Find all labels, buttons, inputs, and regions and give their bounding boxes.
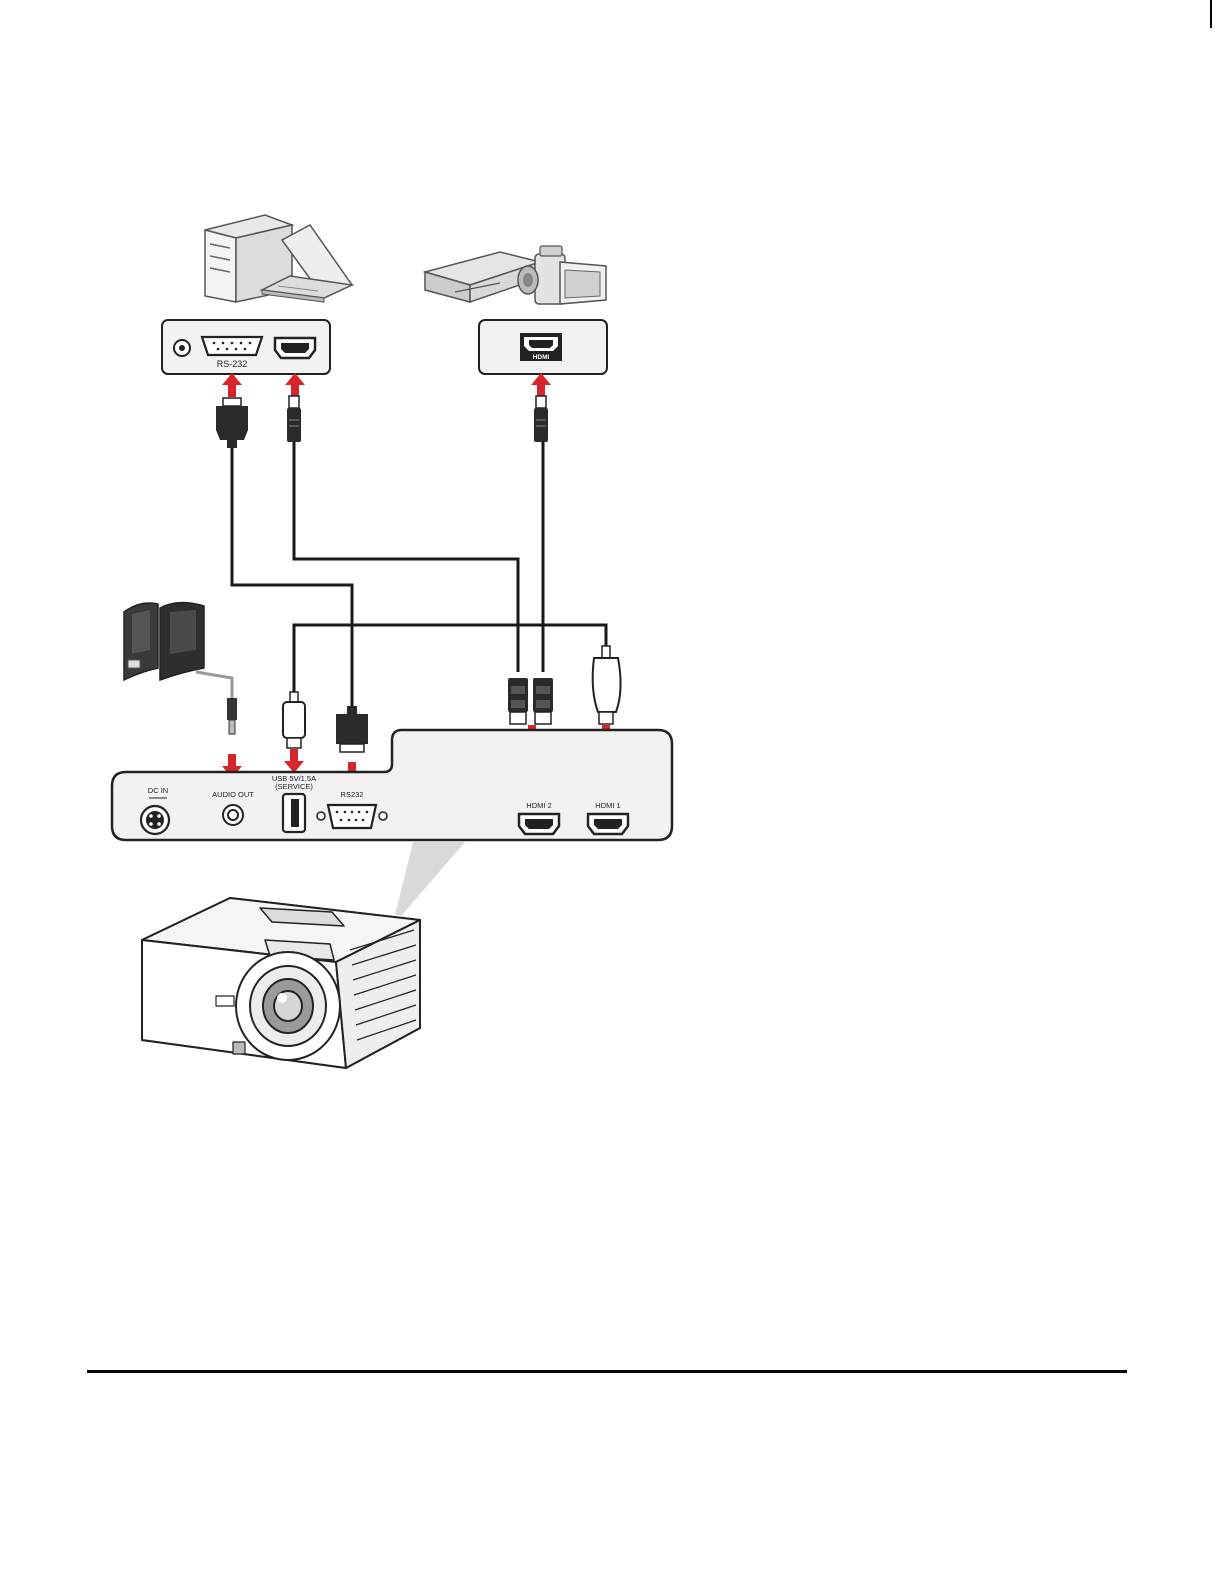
usb-dongle-cable xyxy=(294,625,606,700)
usb-arrow xyxy=(284,749,304,773)
video-port-panel: HDMI xyxy=(479,320,607,374)
hdmi1-plug xyxy=(533,678,553,724)
hdmi1-label: HDMI 1 xyxy=(595,801,620,810)
projector-icon xyxy=(142,898,420,1068)
rs232-connector-bottom xyxy=(336,706,368,752)
usb-plug xyxy=(283,692,305,748)
hdmi2-plug xyxy=(508,678,528,724)
hdmi-dongle xyxy=(593,646,621,724)
rs232-source-arrow xyxy=(222,373,242,397)
cables xyxy=(232,442,606,706)
rs232-cable xyxy=(232,448,352,706)
speakers-icon xyxy=(124,602,204,680)
hdmi-plug-video xyxy=(534,396,548,442)
hdmi-output-port xyxy=(275,338,315,358)
hdmi2-cable xyxy=(294,442,518,672)
footer-rule xyxy=(87,1370,1127,1373)
rs232-connector-top xyxy=(216,398,248,448)
usb-label-line2: (SERVICE) xyxy=(275,782,313,791)
video-source-arrow xyxy=(531,373,551,397)
audio-jack-port xyxy=(174,340,190,356)
hdmi2-port xyxy=(519,814,559,834)
zoom-callout xyxy=(395,842,465,915)
projector-rear-panel: DC IN AUDIO OUT USB 5V/1.5A (SERVICE) RS… xyxy=(112,730,672,840)
hdmi-logo-text: HDMI xyxy=(533,354,550,361)
hdmi2-label: HDMI 2 xyxy=(526,801,551,810)
hdmi-plug-computer xyxy=(287,396,301,442)
audio-plug xyxy=(227,698,237,734)
rs232-port-label: RS-232 xyxy=(217,359,248,369)
audio-cable xyxy=(196,672,232,698)
rs232-label: RS232 xyxy=(341,790,364,799)
audio-out-port xyxy=(223,805,243,825)
usb-port xyxy=(283,794,305,832)
hdmi1-port xyxy=(588,814,628,834)
dc-in-label: DC IN xyxy=(148,786,168,795)
hdmi-source-arrow xyxy=(285,373,305,397)
rs232-port xyxy=(202,337,262,355)
camcorder-icon xyxy=(518,246,606,304)
source-port-panel: RS-232 xyxy=(162,320,330,374)
audio-out-label: AUDIO OUT xyxy=(212,790,254,799)
